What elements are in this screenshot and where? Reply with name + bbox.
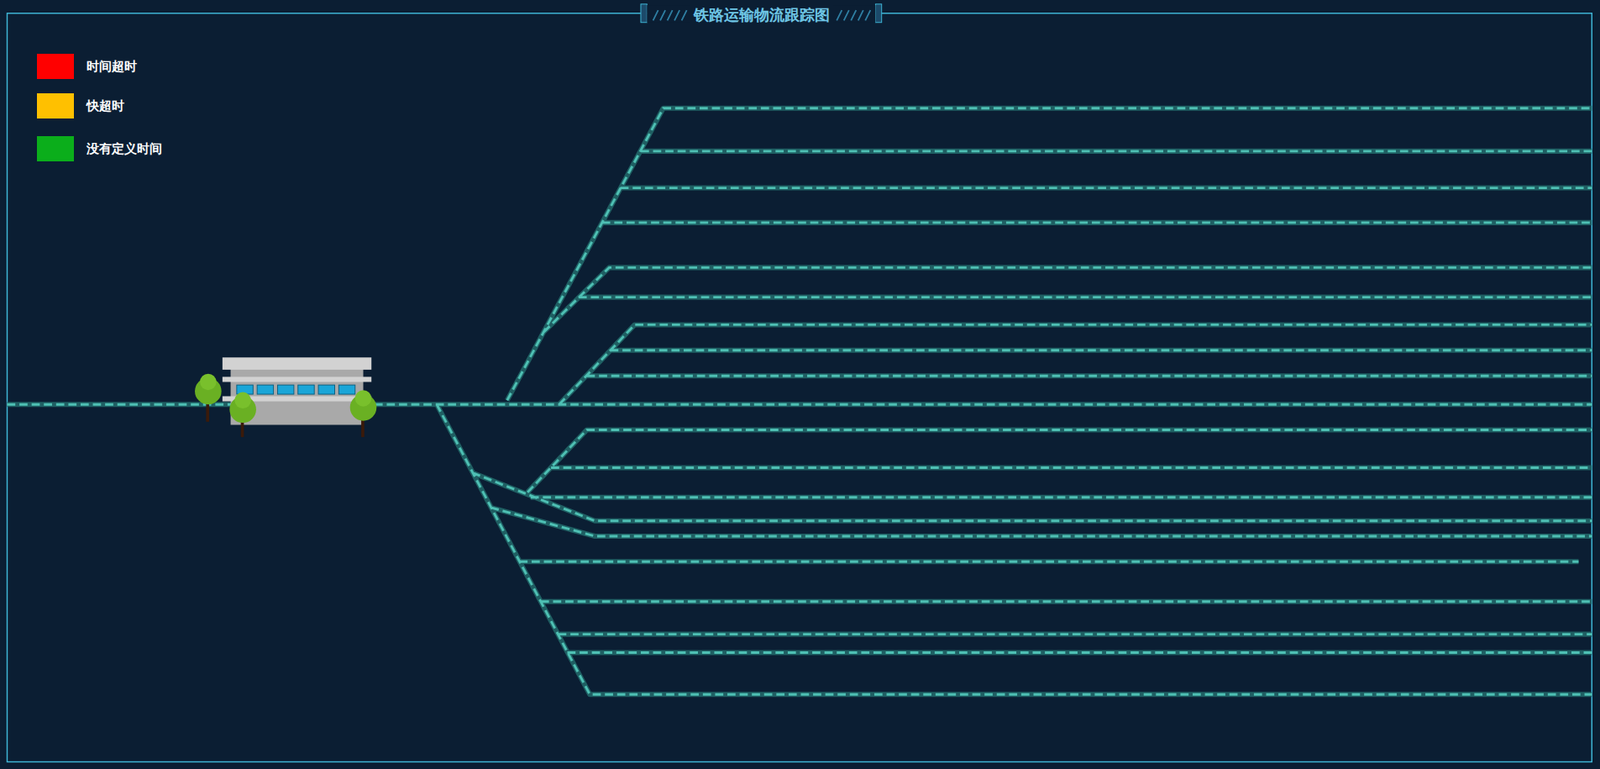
tree: [229, 392, 257, 437]
legend-swatch: [36, 53, 74, 79]
legend-label: 没有定义时间: [86, 140, 163, 158]
track-bed: [7, 108, 1593, 694]
window: [257, 384, 273, 394]
trees: [194, 373, 377, 437]
building-band: [222, 376, 372, 382]
window: [277, 384, 294, 394]
tracks: [7, 108, 1593, 694]
window: [338, 384, 355, 394]
track-rail: [7, 108, 1593, 694]
title-bracket: [875, 4, 882, 23]
frame-border: [7, 13, 1593, 762]
legend-label: 快超时: [86, 97, 125, 115]
building-windows: [236, 384, 356, 394]
tree: [194, 373, 222, 422]
window: [298, 384, 315, 394]
legend-label: 时间超时: [86, 57, 137, 75]
station-building: [222, 356, 372, 425]
tree-crown: [199, 373, 216, 390]
tree-crown: [234, 392, 251, 409]
legend-swatch: [36, 93, 74, 119]
window: [318, 384, 335, 394]
tree-crown: [355, 389, 372, 406]
building-roof: [222, 356, 372, 370]
legend-swatch: [36, 136, 74, 162]
title-bracket: [640, 4, 647, 23]
tree: [350, 389, 378, 437]
diagram-title: 铁路运输物流跟踪图: [690, 5, 834, 26]
